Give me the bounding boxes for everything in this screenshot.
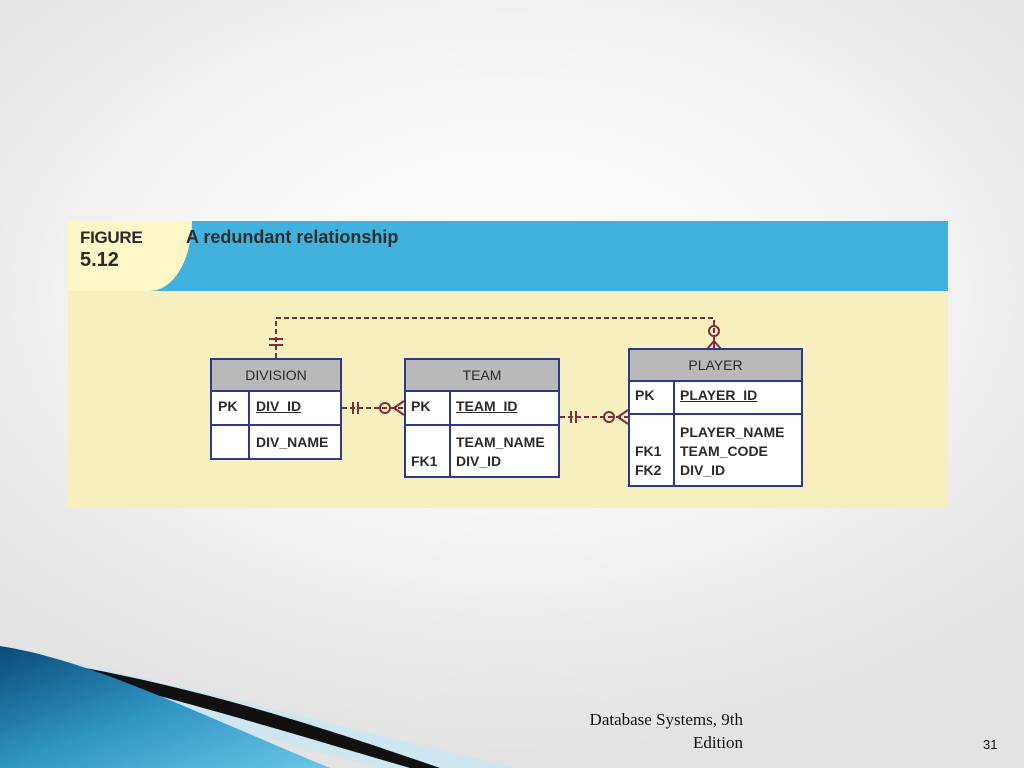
relationship-division-player — [269, 317, 722, 358]
relationship-lines — [269, 317, 722, 425]
player-fk1-field: TEAM_CODE — [680, 443, 768, 459]
player-fk2-field: DIV_ID — [680, 462, 726, 478]
player-fk1-key: FK1 — [635, 443, 662, 459]
player-pk-field: PLAYER_ID — [680, 387, 758, 403]
player-fk2-key: FK2 — [635, 462, 662, 478]
footer-book-title: Database Systems, 9th Edition — [590, 708, 743, 754]
team-fk1-key: FK1 — [411, 453, 438, 469]
entity-division-name: DIVISION — [212, 360, 340, 392]
relationship-division-team — [342, 400, 405, 416]
team-fk1-field: DIV_ID — [456, 453, 502, 469]
entity-division: DIVISION PK DIV_ID DIV_NAME — [210, 358, 342, 460]
division-attr: DIV_NAME — [256, 434, 329, 450]
player-pk-key: PK — [635, 387, 655, 403]
figure-title: A redundant relationship — [186, 227, 399, 247]
footer-title-line2: Edition — [692, 733, 743, 752]
player-attr: PLAYER_NAME — [680, 424, 785, 440]
division-pk-field: DIV_ID — [256, 398, 302, 414]
entity-team: TEAM PK TEAM_ID TEAM_NAME FK1 DIV_ID — [404, 358, 560, 478]
entity-player: PLAYER PK PLAYER_ID PLAYER_NAME FK1 TEAM… — [628, 348, 803, 487]
team-pk-field: TEAM_ID — [456, 398, 518, 414]
entity-team-name: TEAM — [406, 360, 558, 392]
division-pk-key: PK — [218, 398, 238, 414]
figure-label: FIGURE — [80, 228, 143, 247]
footer-swoosh-decoration — [0, 646, 520, 768]
footer-title-line1: Database Systems, 9th — [589, 710, 743, 729]
figure-panel: FIGURE 5.12 A redundant relationship — [68, 221, 948, 508]
figure-number: 5.12 — [80, 249, 119, 271]
figure-header-bar — [68, 221, 948, 291]
slide-page-number: 31 — [983, 737, 998, 752]
figure-number-tab — [68, 221, 192, 291]
swoosh-blue-band — [0, 646, 330, 768]
team-attr: TEAM_NAME — [456, 434, 545, 450]
entity-player-name: PLAYER — [630, 350, 801, 382]
relationship-team-player — [560, 409, 629, 425]
swoosh-black-band — [40, 660, 440, 768]
team-pk-key: PK — [411, 398, 431, 414]
